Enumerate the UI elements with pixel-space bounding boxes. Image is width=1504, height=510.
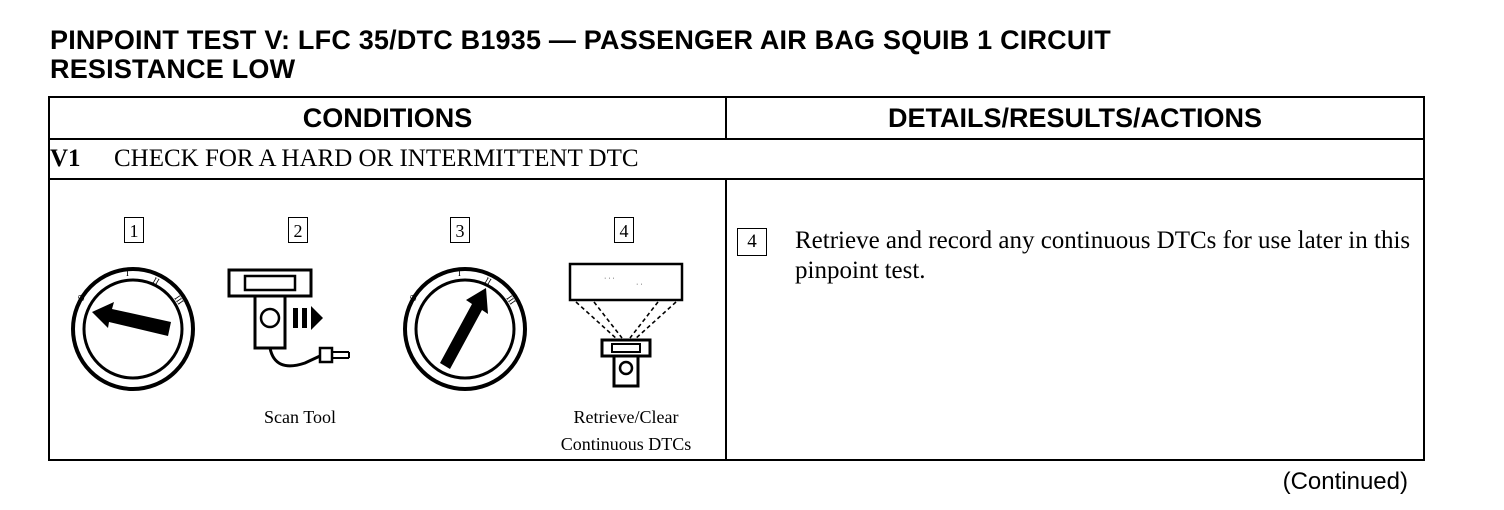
scan-tool-icon — [227, 268, 350, 368]
step-box-1: 1 — [124, 217, 144, 243]
step-number: V1 — [50, 145, 81, 172]
illustrations: 1 0 I II III 2 — [50, 180, 727, 459]
result-text: Retrieve and record any continuous DTCs … — [795, 227, 1411, 284]
continued-label: (Continued) — [1282, 468, 1408, 495]
step-row: V1 CHECK FOR A HARD OR INTERMITTENT DTC — [48, 138, 1425, 180]
caption-line-2: Continuous DTCs — [560, 434, 692, 454]
step-box-4: 4 — [614, 217, 634, 243]
svg-text:II: II — [483, 275, 493, 287]
step-title-cell: V1 CHECK FOR A HARD OR INTERMITTENT DTC — [48, 138, 1425, 180]
svg-text:· · ·: · · · — [604, 275, 615, 282]
step-box-2: 2 — [288, 217, 308, 243]
conditions-cell: 1 0 I II III 2 — [48, 178, 727, 461]
result-step-box: 4 — [737, 228, 767, 256]
svg-text:II: II — [151, 275, 161, 287]
title-line-1: PINPOINT TEST V: LFC 35/DTC B1935 — PASS… — [50, 25, 1111, 55]
ignition-off-icon: 0 I II III — [71, 267, 195, 391]
step-box-3: 3 — [450, 217, 470, 243]
svg-text:I: I — [126, 268, 129, 278]
caption-line-1: Retrieve/Clear — [573, 407, 679, 427]
table-header-row: CONDITIONS DETAILS/RESULTS/ACTIONS — [48, 96, 1425, 140]
svg-text:I: I — [458, 268, 461, 278]
pinpoint-test-table: CONDITIONS DETAILS/RESULTS/ACTIONS V1 CHE… — [48, 96, 1425, 461]
title-line-2: RESISTANCE LOW — [50, 54, 296, 84]
details-header: DETAILS/RESULTS/ACTIONS — [725, 96, 1425, 140]
svg-text:0: 0 — [76, 293, 88, 304]
retrieve-clear-dtc-icon: · · · · · — [568, 262, 684, 388]
caption-scan-tool: Scan Tool — [264, 407, 336, 427]
svg-text:0: 0 — [408, 293, 420, 304]
conditions-header: CONDITIONS — [48, 96, 727, 140]
step-body-row: 1 0 I II III 2 — [48, 178, 1425, 461]
page-title: PINPOINT TEST V: LFC 35/DTC B1935 — PASS… — [50, 26, 1450, 84]
ignition-run-icon: 0 I II III — [403, 267, 527, 391]
caption-retrieve-clear: Retrieve/Clear Continuous DTCs — [543, 404, 709, 458]
step-title: CHECK FOR A HARD OR INTERMITTENT DTC — [114, 145, 639, 172]
details-cell: 4 Retrieve and record any continuous DTC… — [725, 178, 1425, 461]
svg-text:· ·: · · — [636, 281, 643, 288]
